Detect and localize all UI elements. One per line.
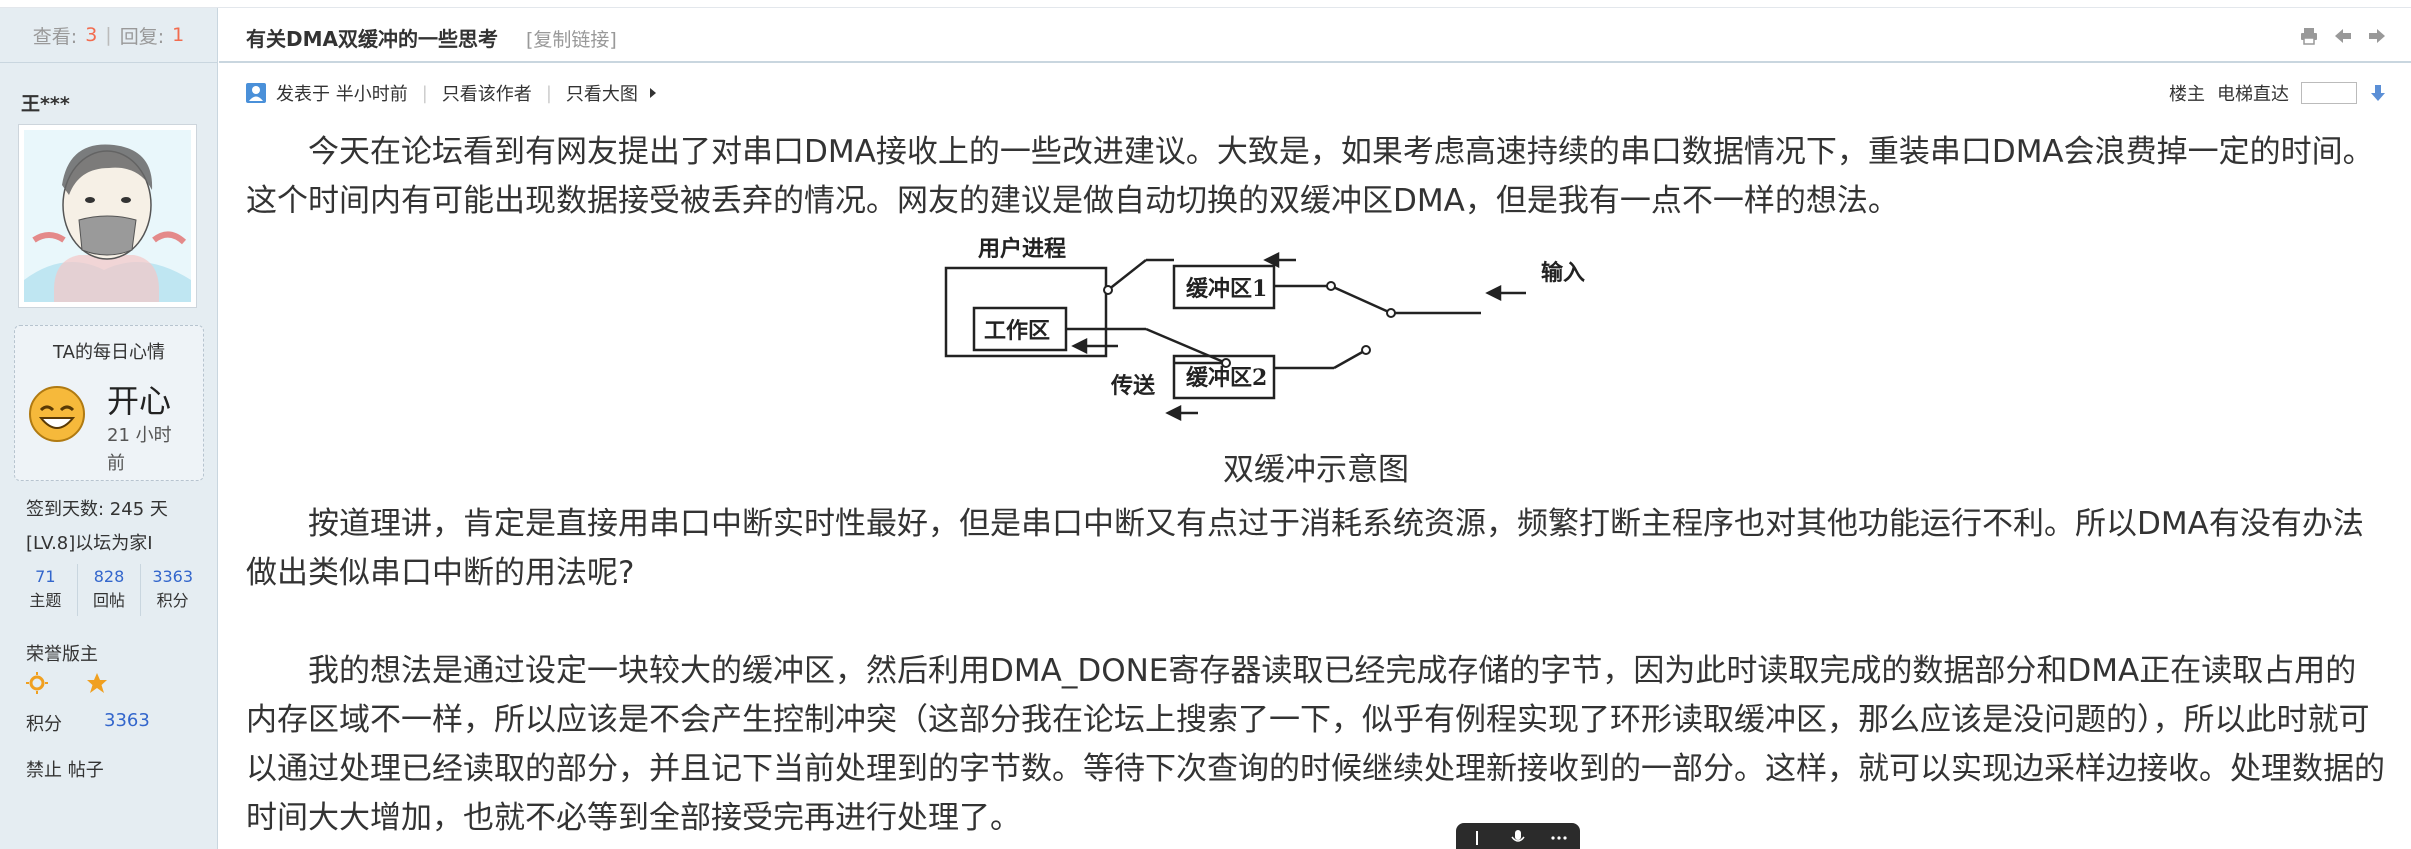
stat-value: 71 — [35, 567, 56, 586]
stat-replies[interactable]: 828 回帖 — [78, 564, 142, 616]
post-title: 有关DMA双缓冲的一些思考 — [246, 27, 498, 51]
rank-medals — [26, 672, 108, 694]
caret-right-icon[interactable] — [648, 86, 658, 100]
copy-link[interactable]: [复制链接] — [526, 29, 617, 51]
post-meta: 发表于 半小时前 | 只看该作者 | 只看大图 — [246, 80, 658, 106]
avatar-drawing — [24, 130, 191, 302]
views-label: 查看: — [32, 25, 78, 48]
views-count: 3 — [85, 24, 98, 46]
avatar[interactable] — [18, 124, 197, 308]
happy-face-icon — [29, 386, 85, 442]
meta-separator: | — [545, 82, 552, 104]
blank-line — [246, 598, 2386, 647]
next-thread-icon[interactable] — [2367, 26, 2387, 46]
only-images-link[interactable]: 只看大图 — [565, 84, 638, 105]
double-buffer-figure: 用户进程 工作区 缓冲区1 缓冲区2 输入 传送 — [246, 226, 2386, 432]
avatar-image — [24, 130, 191, 302]
diagram-buf2-label: 缓冲区2 — [1186, 365, 1267, 391]
stat-value: 828 — [93, 567, 125, 586]
prev-thread-icon[interactable] — [2333, 26, 2353, 46]
score-value[interactable]: 3363 — [104, 710, 150, 731]
diagram-switch-points — [1103, 281, 1396, 368]
more-icon[interactable] — [1550, 829, 1568, 847]
diagram-input-label: 输入 — [1541, 260, 1585, 286]
mood-time: 21 小时前 — [107, 425, 172, 474]
post-meta-bar: 发表于 半小时前 | 只看该作者 | 只看大图 楼主 电梯直达 — [219, 74, 2411, 110]
sun-icon — [26, 672, 48, 694]
print-icon[interactable] — [2299, 26, 2319, 46]
stat-label: 主题 — [29, 591, 62, 610]
author-sidebar: 查看: 3 | 回复: 1 王*** TA的每日心情 — [0, 8, 218, 849]
honor-title: 荣誉版主 — [26, 644, 98, 665]
stat-value: 3363 — [152, 567, 194, 586]
paragraph-3: 我的想法是通过设定一块较大的缓冲区，然后利用DMA_DONE寄存器读取已经完成存… — [246, 653, 2385, 836]
diagram-arrows — [1071, 251, 1526, 422]
title-tools — [2299, 26, 2387, 46]
replies-label: 回复: — [119, 25, 165, 48]
cursor-bar-icon[interactable] — [1468, 829, 1486, 847]
stat-label: 积分 — [156, 591, 189, 610]
only-author-link[interactable]: 只看该作者 — [441, 84, 532, 105]
score-label: 积分 — [26, 714, 62, 735]
user-level[interactable]: [LV.8]以坛为家I — [26, 533, 153, 554]
posted-time: 发表于 半小时前 — [276, 84, 408, 105]
floating-toolbar — [1456, 823, 1580, 849]
diagram-buf1-label: 缓冲区1 — [1186, 276, 1267, 302]
mood-value: 开心 — [107, 382, 172, 420]
author-stats: 71 主题 828 回帖 3363 积分 — [14, 564, 204, 616]
diagram-send-label: 传送 — [1110, 373, 1155, 399]
microphone-icon[interactable] — [1509, 829, 1527, 847]
post-title-bar: 有关DMA双缓冲的一些思考 [复制链接] — [219, 8, 2411, 63]
mood-title: TA的每日心情 — [53, 342, 165, 363]
figure-caption: 双缓冲示意图 — [1223, 452, 1409, 488]
moon-icon — [61, 674, 70, 692]
diagram-work-label: 工作区 — [984, 318, 1050, 344]
post-floor-tools: 楼主 电梯直达 — [2169, 80, 2387, 106]
paragraph-2: 按道理讲，肯定是直接用串口中断实时性最好，但是串口中断又有点过于消耗系统资源，频… — [246, 506, 2364, 591]
floor-label: 楼主 — [2169, 84, 2205, 105]
diagram-lines — [944, 258, 1481, 400]
elevator-label: 电梯直达 — [2217, 84, 2289, 105]
author-name[interactable]: 王*** — [21, 93, 70, 115]
jump-arrow-icon[interactable] — [2369, 83, 2387, 103]
double-buffer-diagram: 用户进程 工作区 缓冲区1 缓冲区2 输入 传送 — [944, 236, 1585, 422]
score-row: 积分 3363 — [26, 710, 150, 736]
stats-separator: | — [105, 24, 112, 46]
stat-threads[interactable]: 71 主题 — [14, 564, 78, 616]
star-icon — [87, 673, 107, 693]
view-reply-stats: 查看: 3 | 回复: 1 — [0, 8, 217, 63]
post-content: 今天在论坛看到有网友提出了对串口DMA接收上的一些改进建议。大致是，如果考虑高速… — [246, 128, 2386, 843]
daily-mood-box: TA的每日心情 开心 21 小时前 — [14, 325, 204, 481]
ban-actions[interactable]: 禁止 帖子 — [26, 760, 104, 781]
top-strip — [0, 0, 2411, 8]
meta-separator: | — [421, 82, 428, 104]
diagram-process-label: 用户进程 — [978, 236, 1066, 262]
user-icon — [246, 83, 266, 103]
replies-count: 1 — [172, 24, 185, 46]
paragraph-1: 今天在论坛看到有网友提出了对串口DMA接收上的一些改进建议。大致是，如果考虑高速… — [246, 134, 2374, 219]
elevator-input[interactable] — [2301, 82, 2357, 104]
signin-days: 签到天数: 245 天 — [26, 499, 168, 520]
stat-points[interactable]: 3363 积分 — [141, 564, 204, 616]
stat-label: 回帖 — [93, 591, 126, 610]
